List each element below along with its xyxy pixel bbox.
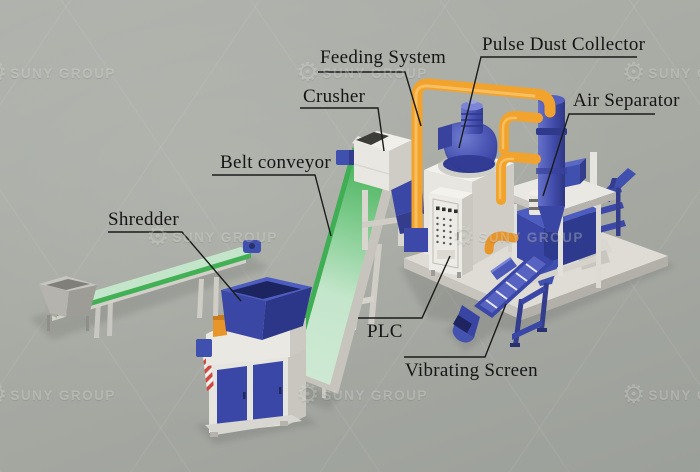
shredder-machine: [196, 277, 312, 437]
crusher-machine: [353, 131, 424, 250]
leader-vibrating-screen: [404, 303, 507, 358]
leader-feeding-system: [318, 71, 422, 127]
shredder-hopper: [221, 277, 312, 340]
leader-plc: [358, 255, 451, 319]
vibrating-screen-machine: [452, 250, 554, 347]
feed-hopper: [39, 276, 97, 331]
leader-belt-conveyor: [212, 174, 332, 237]
plc-cabinet: [429, 187, 473, 278]
leader-lines: [108, 56, 655, 358]
pulse-dust-collector-cyclone: [536, 95, 567, 232]
leader-pulse-dust-collector: [458, 56, 637, 149]
leader-shredder: [108, 231, 242, 302]
pneumatic-pipes: [404, 78, 556, 255]
leader-air-separator: [542, 113, 655, 197]
feed-hopper-and-conveyor: [39, 240, 261, 338]
leader-crusher: [300, 107, 385, 152]
blower-dome: [438, 100, 498, 173]
